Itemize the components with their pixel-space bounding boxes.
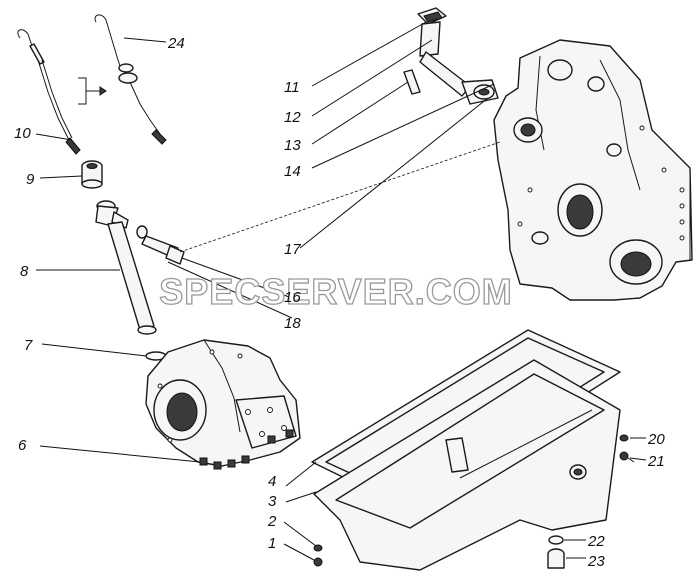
callout-14: 14	[284, 163, 301, 180]
pin-part-14	[403, 69, 421, 95]
plug-part-9	[81, 160, 103, 189]
watermark: SPECSERVER.COM	[159, 271, 512, 312]
callout-11: 11	[284, 79, 300, 96]
guide-tube-part-8	[95, 200, 157, 335]
callout-1: 1	[268, 535, 276, 552]
bracket-assembly-part-11	[417, 7, 499, 105]
callout-labels: 1 2 3 4 6 7 8 9 10 11 12 13 14 16 17 18 …	[14, 35, 665, 570]
callout-22: 22	[587, 533, 605, 550]
washer-part-2	[313, 544, 323, 552]
callout-2: 2	[267, 513, 277, 530]
bolt-part-1	[313, 557, 323, 567]
callout-6: 6	[18, 437, 27, 454]
washer-part-20	[619, 434, 629, 442]
bolt-set-part-6	[199, 429, 294, 470]
dipstick-part-24	[94, 14, 167, 145]
callout-20: 20	[647, 431, 665, 448]
callout-8: 8	[20, 263, 29, 280]
direction-arrow	[78, 77, 107, 105]
callout-4: 4	[268, 473, 276, 490]
bolt-part-16	[136, 225, 185, 265]
timing-cover-housing	[493, 39, 693, 301]
bolt-part-21	[619, 451, 635, 463]
flywheel-housing	[145, 339, 301, 467]
leader-lines	[35, 21, 647, 561]
assembly-line	[179, 141, 501, 253]
callout-3: 3	[268, 493, 277, 510]
callout-9: 9	[26, 171, 35, 188]
gasket-ring-part-22	[548, 535, 564, 545]
callout-7: 7	[24, 337, 33, 354]
callout-24: 24	[167, 35, 185, 52]
callout-21: 21	[647, 453, 665, 470]
dipstick-part-10	[17, 29, 81, 155]
callout-16: 16	[284, 289, 301, 306]
oil-pan-part-3	[313, 359, 621, 571]
callout-13: 13	[284, 137, 301, 154]
callout-17: 17	[284, 241, 301, 258]
callout-12: 12	[284, 109, 301, 126]
callout-10: 10	[14, 125, 31, 142]
drain-plug-part-23	[547, 548, 565, 569]
callout-18: 18	[284, 315, 301, 332]
callout-23: 23	[587, 553, 605, 570]
